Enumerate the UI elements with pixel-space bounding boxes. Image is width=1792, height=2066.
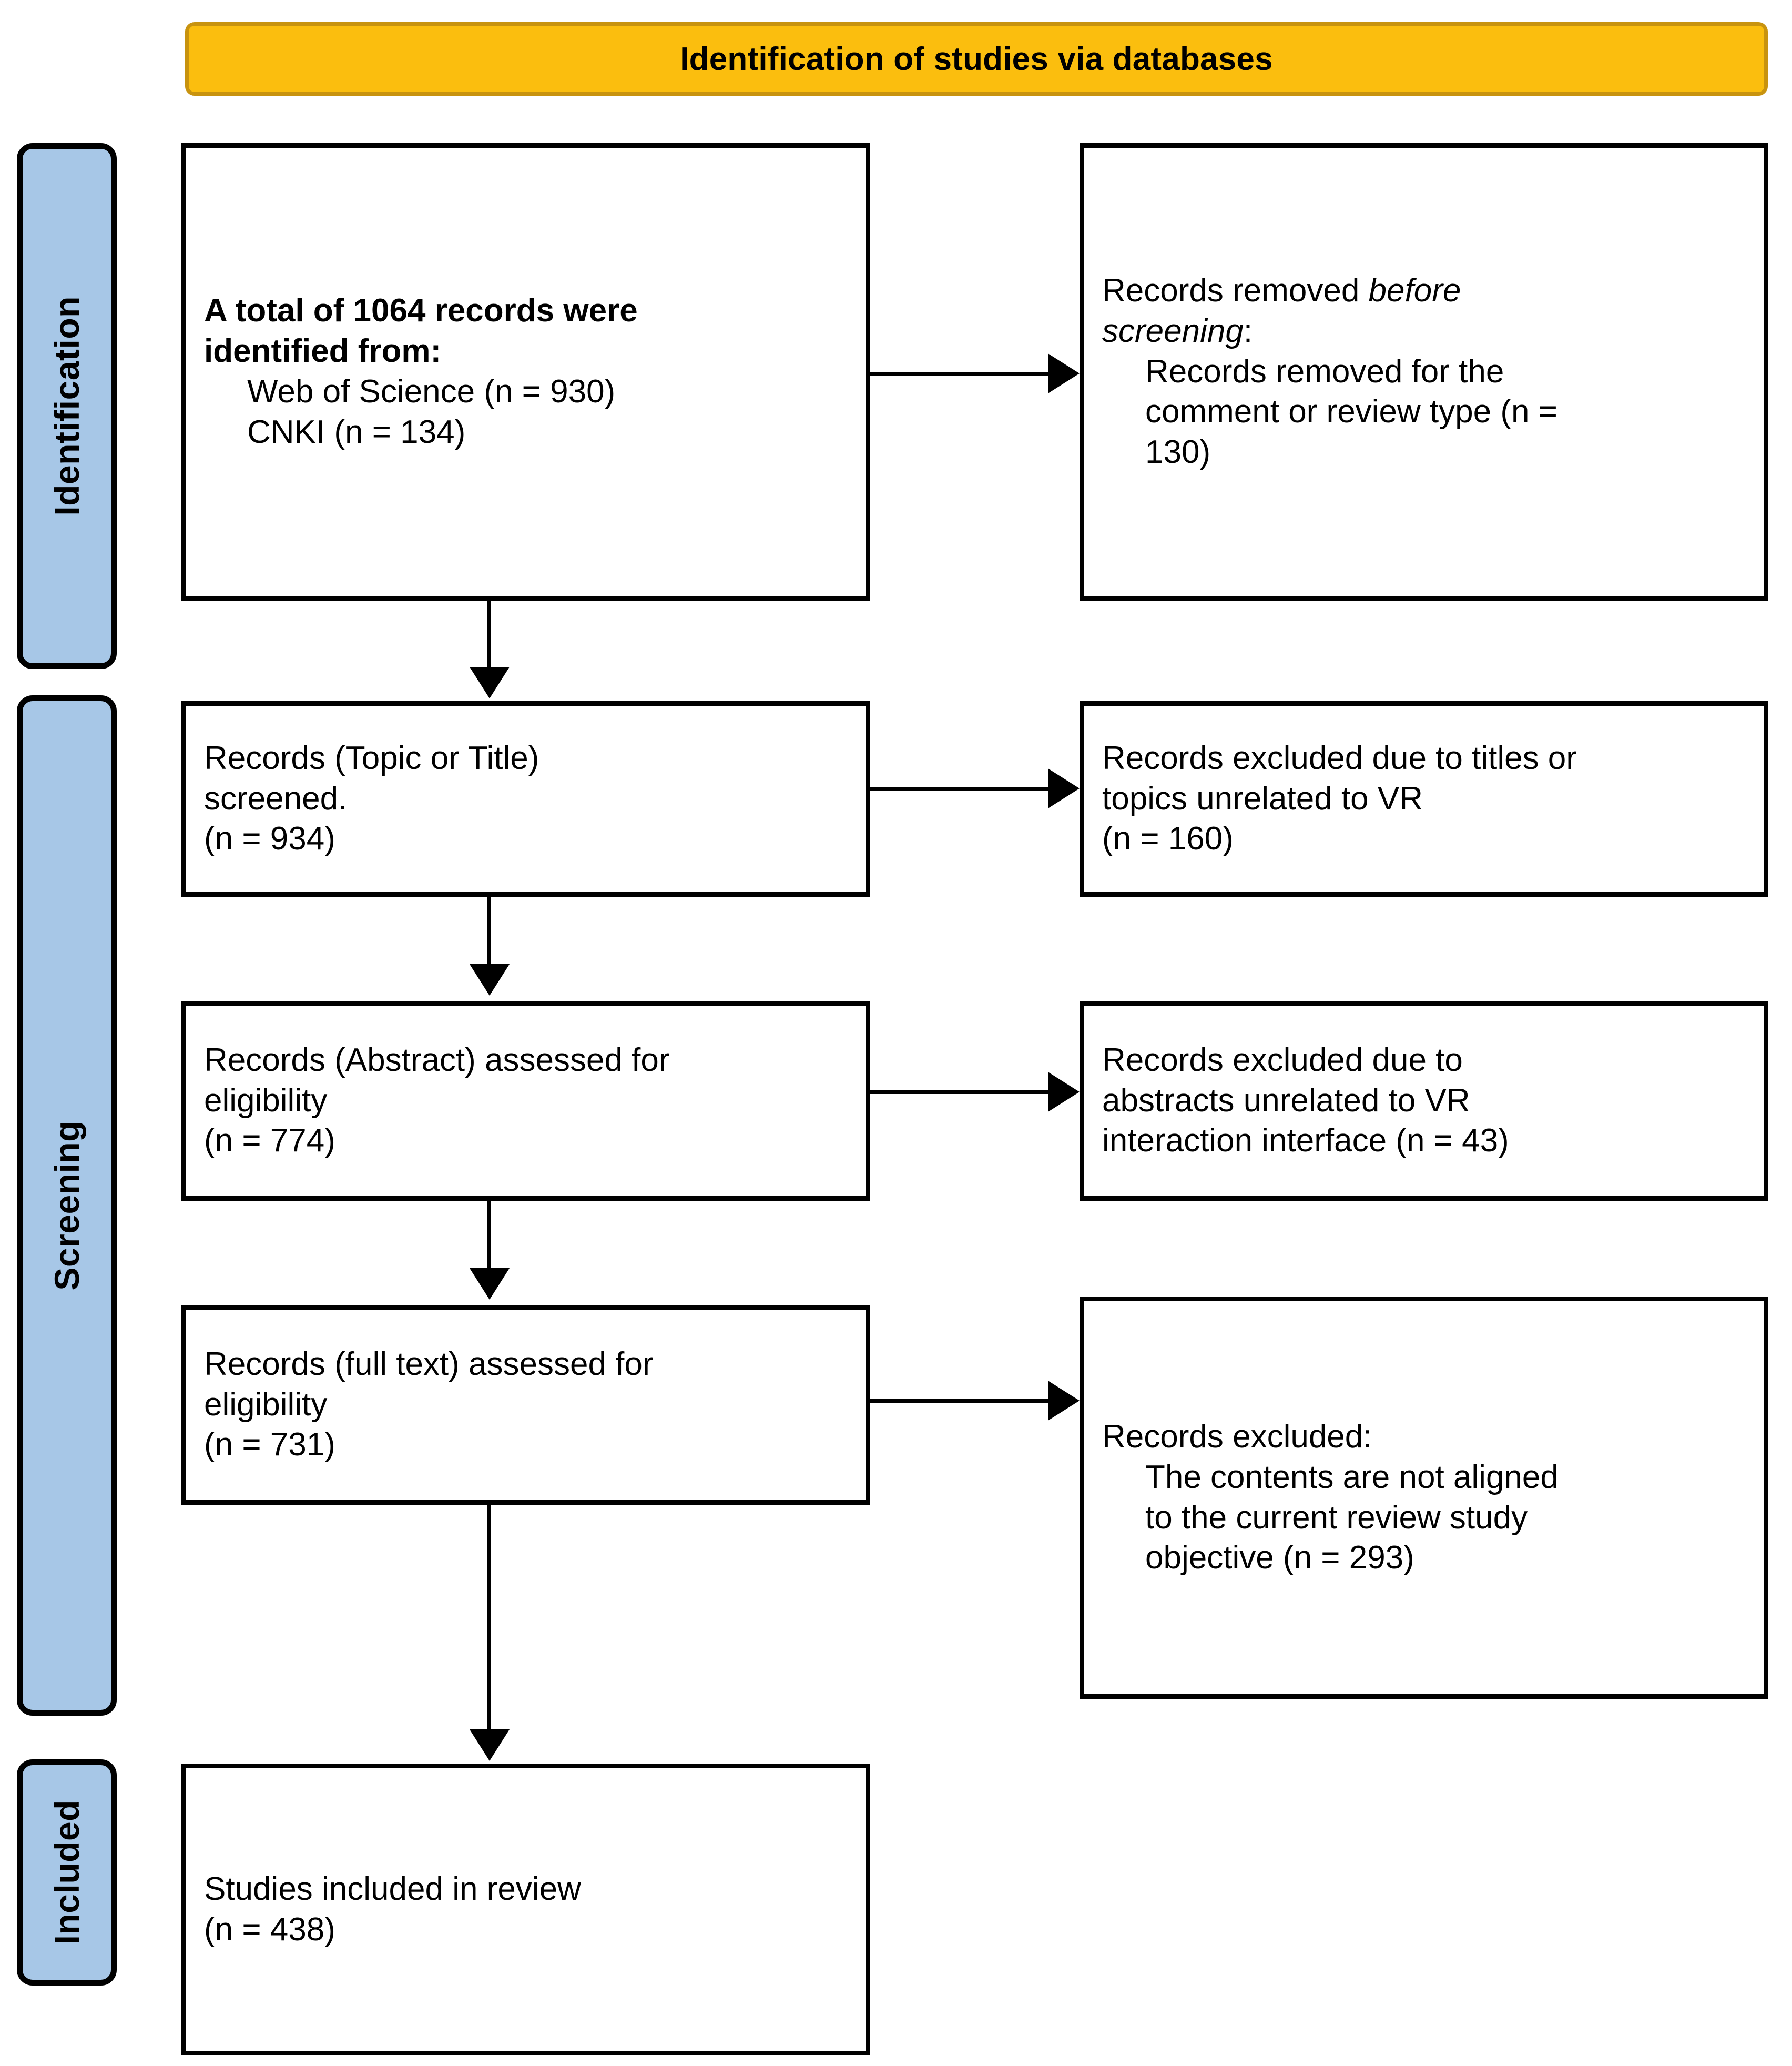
- connector-abstract-to-excluded-abstracts: [870, 1090, 1054, 1094]
- text-line: identified from:: [204, 333, 442, 370]
- text-line: comment or review type (n =: [1145, 393, 1557, 430]
- connector-identified-to-screened: [487, 601, 491, 669]
- phase-banner-title: Identification of studies via databases: [680, 40, 1273, 77]
- text-line: The contents are not aligned: [1145, 1459, 1559, 1495]
- phase-banner-identification-via-databases: Identification of studies via databases: [185, 22, 1768, 96]
- arrow-down-icon: [470, 1268, 510, 1300]
- text-line: Studies included in review: [204, 1870, 581, 1907]
- box-records-excluded-titles-text: Records excluded due to titles or topics…: [1084, 738, 1764, 860]
- arrow-right-icon: [1048, 1381, 1080, 1421]
- box-records-identified-text: A total of 1064 records were identified …: [186, 291, 866, 453]
- box-studies-included-in-review: Studies included in review (n = 438): [181, 1764, 870, 2055]
- box-records-excluded-abstracts: Records excluded due to abstracts unrela…: [1080, 1001, 1768, 1201]
- text-line: CNKI (n = 134): [247, 413, 466, 450]
- text-fragment-italic: screening: [1102, 312, 1244, 349]
- connector-identified-to-removed: [870, 372, 1054, 376]
- stage-label-included: Included: [47, 1800, 86, 1945]
- box-records-assessed-fulltext-text: Records (full text) assessed for eligibi…: [186, 1344, 866, 1466]
- box-records-screened-text: Records (Topic or Title) screened. (n = …: [186, 738, 866, 860]
- arrow-down-icon: [470, 1729, 510, 1761]
- connector-fulltext-to-excluded-fulltext: [870, 1399, 1054, 1403]
- box-records-excluded-abstracts-text: Records excluded due to abstracts unrela…: [1084, 1040, 1764, 1162]
- text-fragment: :: [1243, 312, 1253, 349]
- stage-label-screening: Screening: [47, 1120, 86, 1291]
- text-line: eligibility: [204, 1386, 328, 1423]
- arrow-right-icon: [1048, 353, 1080, 393]
- arrow-right-icon: [1048, 1072, 1080, 1112]
- text-line: topics unrelated to VR: [1102, 780, 1423, 817]
- text-line: Records removed for the: [1145, 353, 1504, 390]
- text-line: A total of 1064 records were: [204, 292, 638, 329]
- connector-screened-to-excluded-titles: [870, 787, 1054, 791]
- text-fragment: Records removed: [1102, 272, 1369, 309]
- text-line: (n = 934): [204, 821, 335, 857]
- text-line: objective (n = 293): [1145, 1540, 1414, 1576]
- stage-pill-included: Included: [17, 1759, 117, 1986]
- text-line: Records (full text) assessed for: [204, 1345, 654, 1382]
- text-line: Records (Topic or Title): [204, 740, 539, 776]
- box-studies-included-text: Studies included in review (n = 438): [186, 1869, 866, 1950]
- box-records-identified: A total of 1064 records were identified …: [181, 143, 870, 601]
- box-records-assessed-abstract: Records (Abstract) assessed for eligibil…: [181, 1001, 870, 1201]
- text-fragment-italic: before: [1368, 272, 1461, 309]
- text-line: Web of Science (n = 930): [247, 373, 616, 410]
- text-line: 130): [1145, 434, 1211, 471]
- text-line: Records excluded due to: [1102, 1041, 1463, 1078]
- text-line: Records (Abstract) assessed for: [204, 1041, 670, 1078]
- stage-label-identification: Identification: [47, 296, 86, 516]
- arrow-down-icon: [470, 964, 510, 996]
- connector-abstract-to-fulltext: [487, 1201, 491, 1269]
- text-line: (n = 731): [204, 1426, 335, 1463]
- box-records-assessed-abstract-text: Records (Abstract) assessed for eligibil…: [186, 1040, 866, 1162]
- text-line: (n = 438): [204, 1911, 335, 1948]
- box-records-screened-topic-title: Records (Topic or Title) screened. (n = …: [181, 701, 870, 897]
- connector-fulltext-to-included: [487, 1505, 491, 1734]
- box-records-assessed-fulltext: Records (full text) assessed for eligibi…: [181, 1305, 870, 1505]
- text-line: (n = 160): [1102, 821, 1234, 857]
- arrow-right-icon: [1048, 768, 1080, 808]
- arrow-down-icon: [470, 667, 510, 698]
- text-line: to the current review study: [1145, 1499, 1528, 1536]
- text-line: screened.: [204, 780, 348, 817]
- text-line: eligibility: [204, 1082, 328, 1119]
- stage-pill-identification: Identification: [17, 143, 117, 669]
- text-line: Records excluded:: [1102, 1418, 1372, 1455]
- box-records-excluded-fulltext-text: Records excluded: The contents are not a…: [1084, 1417, 1764, 1579]
- text-line: abstracts unrelated to VR: [1102, 1082, 1470, 1119]
- box-records-removed-before-screening: Records removed before screening: Record…: [1080, 143, 1768, 601]
- text-line: (n = 774): [204, 1122, 335, 1159]
- stage-pill-screening: Screening: [17, 695, 117, 1716]
- box-records-removed-text: Records removed before screening: Record…: [1084, 271, 1764, 473]
- text-line: screening:: [1102, 311, 1746, 352]
- connector-screened-to-abstract: [487, 897, 491, 965]
- text-line: interaction interface (n = 43): [1102, 1122, 1509, 1159]
- text-line: Records removed before: [1102, 271, 1746, 311]
- box-records-excluded-fulltext: Records excluded: The contents are not a…: [1080, 1297, 1768, 1699]
- box-records-excluded-titles-topics: Records excluded due to titles or topics…: [1080, 701, 1768, 897]
- text-line: Records excluded due to titles or: [1102, 740, 1577, 776]
